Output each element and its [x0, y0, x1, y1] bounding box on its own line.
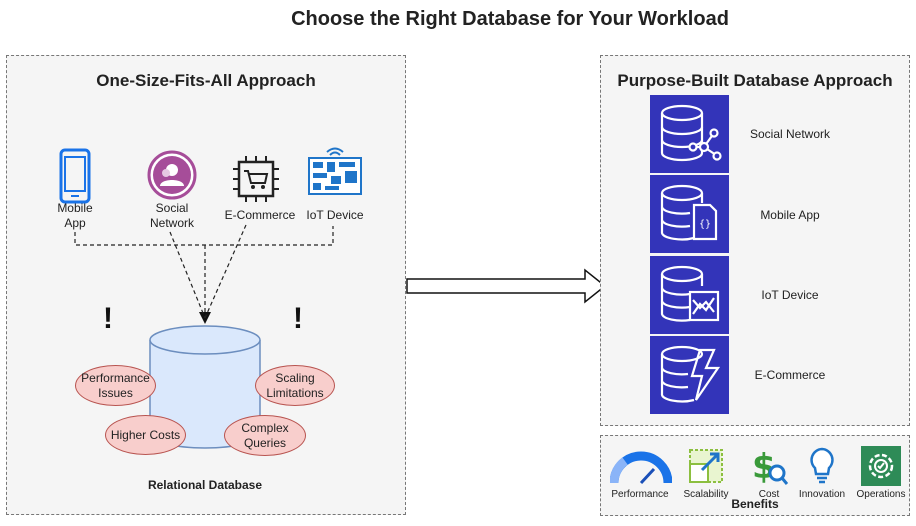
warning-mark-right: !: [293, 302, 303, 335]
benefit-label-operations: Operations: [856, 489, 906, 500]
db-label-social-network: Social Network: [749, 127, 831, 141]
gauge-icon: [609, 447, 673, 492]
lightbulb-icon: [808, 446, 836, 489]
mobile-app-icon: [58, 148, 92, 209]
graph-database-icon: [660, 104, 722, 162]
benefit-label-innovation: Innovation: [798, 489, 846, 500]
iot-device-icon: [307, 146, 363, 201]
db-label-mobile-app: Mobile App: [760, 208, 820, 222]
benefits-panel: [600, 435, 910, 516]
benefits-title: Benefits: [731, 497, 779, 511]
db-tile-iot-device: [650, 256, 729, 334]
right-panel-title: Purpose-Built Database Approach: [617, 71, 893, 90]
svg-text:{}: {}: [699, 219, 711, 230]
social-network-icon: [146, 149, 198, 206]
db-tile-mobile-app: {}: [650, 175, 729, 253]
cost-icon: $: [750, 446, 789, 491]
e-commerce-icon: [232, 155, 280, 208]
benefit-label-performance: Performance: [611, 489, 669, 500]
issue-higher-costs: Higher Costs: [105, 415, 186, 455]
db-tile-e-commerce: [650, 336, 729, 414]
page-title: Choose the Right Database for Your Workl…: [291, 8, 729, 30]
left-panel-title: One-Size-Fits-All Approach: [96, 71, 316, 90]
db-label-e-commerce: E-Commerce: [754, 368, 826, 382]
scale-icon: [688, 448, 724, 489]
source-label-iot-device: IoT Device: [306, 208, 364, 222]
source-label-mobile-app: Mobile App: [57, 201, 93, 230]
db-label-iot-device: IoT Device: [761, 288, 819, 302]
timeseries-database-icon: [660, 265, 720, 322]
source-label-e-commerce: E-Commerce: [224, 208, 296, 222]
relational-database-label: Relational Database: [147, 478, 263, 492]
benefit-label-cost: Cost: [758, 489, 780, 500]
key-value-database-icon: [660, 345, 721, 403]
db-tile-social-network: [650, 95, 729, 173]
operations-icon: [861, 446, 901, 491]
document-database-icon: {}: [660, 184, 718, 241]
source-label-social-network: Social Network: [149, 201, 194, 230]
warning-mark-left: !: [103, 302, 113, 335]
benefit-label-scalability: Scalability: [683, 489, 729, 500]
